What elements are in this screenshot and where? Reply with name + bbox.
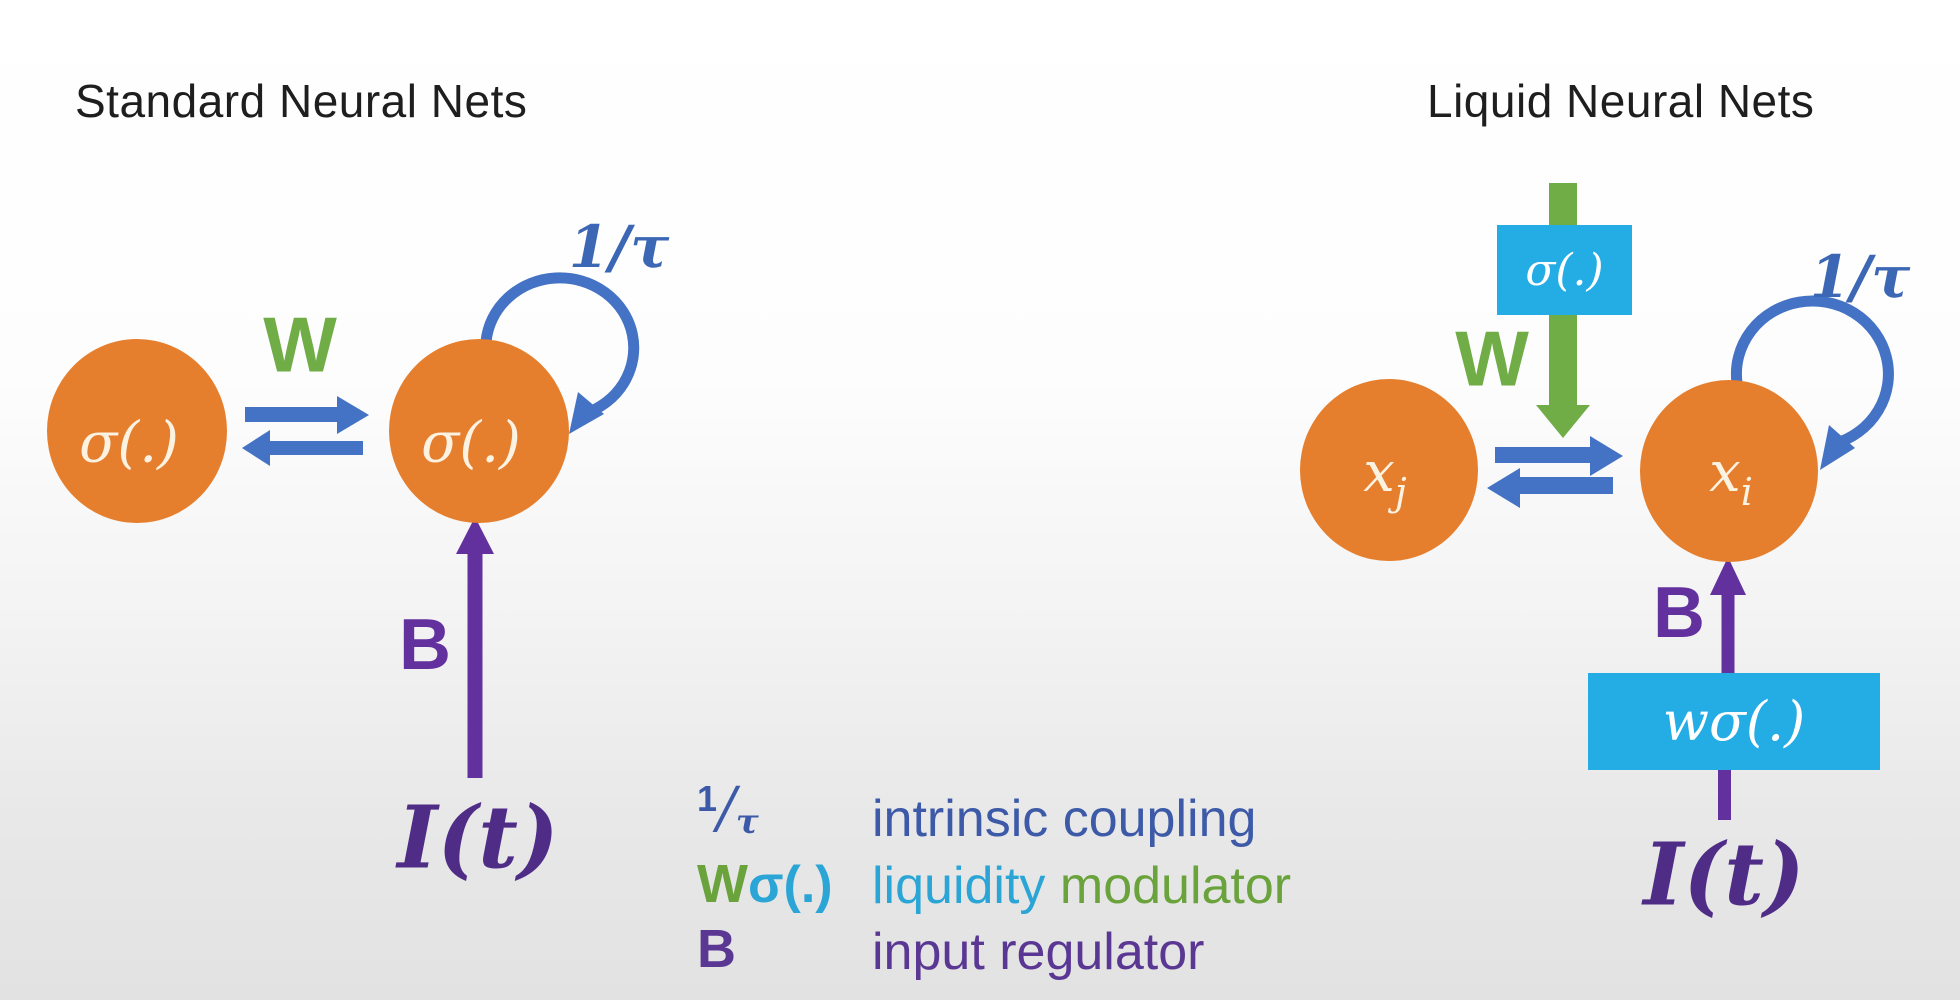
right-self-loop-arc — [1730, 295, 1894, 450]
right-input-arrowhead-icon — [1710, 557, 1746, 595]
right-input-signal-label: I(t) — [1643, 824, 1805, 926]
right-input-lower-line — [1718, 770, 1731, 820]
xi-base: x — [1709, 440, 1741, 505]
input-modulator-box: wσ(.) — [1588, 673, 1880, 770]
left-arrow-right-icon — [245, 396, 369, 434]
legend-tau-slash: / — [717, 776, 736, 841]
legend-w-symbol: W — [697, 854, 748, 914]
left-input-arrowhead-icon — [456, 517, 494, 554]
right-arrow-left-icon — [1487, 468, 1613, 508]
right-node-xj-label: xj — [1363, 440, 1406, 514]
left-node-b-label: σ(.) — [421, 410, 521, 476]
left-diagram-title: Standard Neural Nets — [75, 75, 528, 127]
right-weight-label: W — [1455, 314, 1529, 403]
modulator-arrowhead-icon — [1536, 405, 1590, 438]
right-arrow-right-icon — [1495, 436, 1623, 476]
right-node-xi-label: xi — [1709, 440, 1753, 514]
legend-tau-denominator: τ — [735, 802, 759, 842]
left-weight-label: W — [263, 300, 337, 389]
left-self-loop-arrowhead-icon — [569, 392, 604, 434]
legend-symbol-input: B — [697, 919, 736, 979]
input-modulator-box-label: wσ(.) — [1662, 690, 1806, 753]
right-diagram-title: Liquid Neural Nets — [1427, 75, 1815, 127]
modulator-box-label: σ(.) — [1525, 244, 1604, 296]
right-input-gain-label: B — [1653, 573, 1705, 653]
left-self-loop-label: 1/τ — [568, 213, 670, 281]
legend-symbol-intrinsic: 1/τ — [697, 776, 759, 842]
legend-liquidity-word: liquidity — [872, 857, 1046, 915]
legend-sigma-symbol: σ(.) — [747, 856, 833, 914]
right-input-arrow-line — [1721, 594, 1735, 674]
xj-base: x — [1363, 440, 1395, 505]
legend-tau-numerator: 1 — [697, 778, 718, 819]
left-node-a — [47, 339, 227, 523]
modulator-box: σ(.) — [1497, 225, 1632, 315]
left-input-arrow-line — [467, 550, 483, 778]
xj-subscript: j — [1394, 470, 1407, 514]
legend-modulator-word: modulator — [1059, 857, 1292, 915]
right-node-xi — [1640, 380, 1818, 562]
left-arrow-left-icon — [242, 430, 363, 466]
legend-label-intrinsic: intrinsic coupling — [872, 790, 1257, 848]
legend-symbol-liquidity: Wσ(.) — [697, 853, 833, 915]
left-input-gain-label: B — [399, 605, 451, 685]
legend-label-input: input regulator — [872, 923, 1205, 981]
left-input-signal-label: I(t) — [397, 787, 559, 889]
left-self-loop-arc — [480, 272, 640, 420]
right-self-loop-label: 1/τ — [1809, 243, 1911, 311]
legend-label-liquidity: liquidity modulator — [872, 856, 1291, 916]
left-node-a-label: σ(.) — [79, 410, 179, 476]
right-self-loop-arrowhead-icon — [1820, 425, 1855, 470]
xi-subscript: i — [1740, 470, 1753, 514]
right-node-xj — [1300, 379, 1478, 561]
left-node-b — [389, 339, 569, 523]
